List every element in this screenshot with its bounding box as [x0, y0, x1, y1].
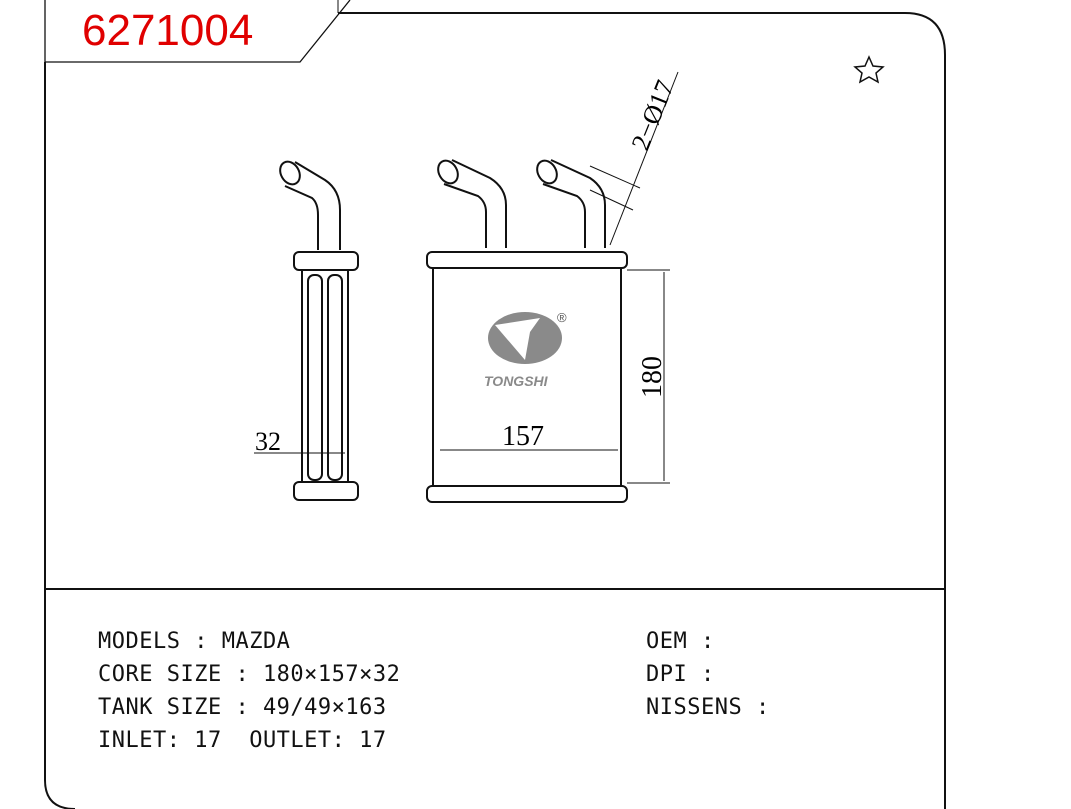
- spec-inlet-outlet: INLET: 17 OUTLET: 17: [98, 728, 387, 753]
- spec-core-size: CORE SIZE : 180×157×32: [98, 662, 401, 687]
- sheet-frame: [44, 0, 946, 809]
- spec-tank-size: TANK SIZE : 49/49×163: [98, 695, 387, 720]
- logo-text: TONGSHI: [484, 373, 549, 389]
- registered-mark: ®: [557, 310, 567, 325]
- depth-dimension: 32: [255, 427, 281, 456]
- front-view: [426, 71, 679, 503]
- pipe-dimension: 2−Ø17: [626, 76, 680, 154]
- star-outline-icon[interactable]: [853, 55, 885, 84]
- part-number: 6271004: [82, 6, 254, 55]
- spec-dpi: DPI :: [646, 662, 715, 687]
- spec-nissens: NISSENS :: [646, 695, 770, 720]
- spec-oem: OEM :: [646, 629, 715, 654]
- height-dimension: 180: [637, 356, 668, 398]
- width-dimension: 157: [502, 421, 544, 452]
- spec-models: MODELS : MAZDA: [98, 629, 291, 654]
- side-view: [254, 160, 359, 501]
